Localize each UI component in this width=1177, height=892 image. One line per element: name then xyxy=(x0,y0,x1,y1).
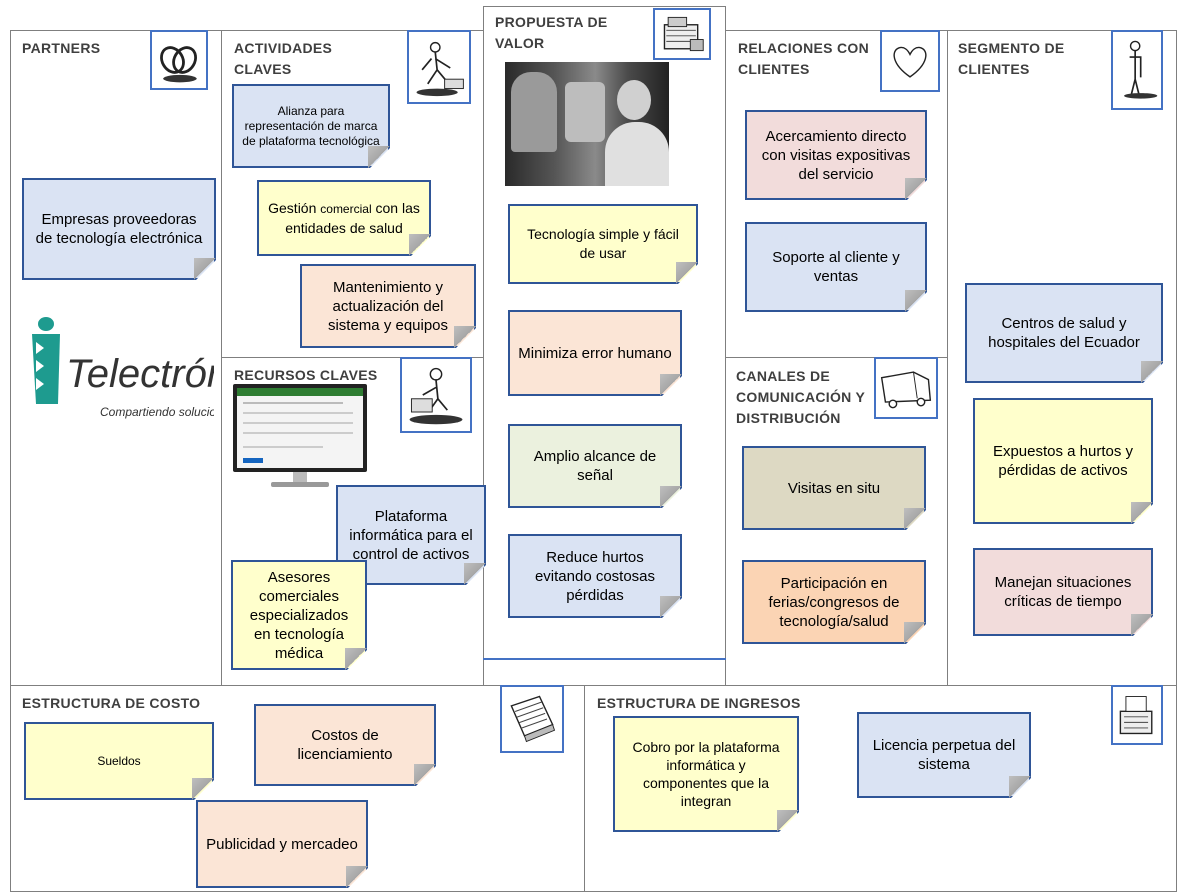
heart-icon xyxy=(880,30,940,92)
papers-icon xyxy=(500,685,564,753)
relaciones-title: RELACIONES CON CLIENTES xyxy=(738,40,869,77)
note-propuesta-alcance: Amplio alcance de señal xyxy=(508,424,682,508)
note-costo-publicidad: Publicidad y mercadeo xyxy=(196,800,368,888)
note-propuesta-tecnologia: Tecnología simple y fácil de usar xyxy=(508,204,698,284)
propuesta-title: PROPUESTA DE VALOR xyxy=(495,14,608,51)
note-canales-visitas: Visitas en situ xyxy=(742,446,926,530)
worker-cart-icon xyxy=(400,357,472,433)
note-relaciones-soporte: Soporte al cliente y ventas xyxy=(745,222,927,312)
ingresos-title: ESTRUCTURA DE INGRESOS xyxy=(597,695,801,711)
canales-title: CANALES DE COMUNICACIÓN Y DISTRIBUCIÓN xyxy=(736,368,866,426)
recursos-title: RECURSOS CLAVES xyxy=(234,367,378,383)
note-canales-participacion: Participación en ferias/congresos de tec… xyxy=(742,560,926,644)
note-actividades-gestion: Gestión comercial con las entidades de s… xyxy=(257,180,431,256)
note-propuesta-reduce: Reduce hurtos evitando costosas pérdidas xyxy=(508,534,682,618)
note-recursos-asesores: Asesores comerciales especializados en t… xyxy=(231,560,367,670)
costo-title: ESTRUCTURA DE COSTO xyxy=(22,695,201,711)
note-ingresos-licencia: Licencia perpetua del sistema xyxy=(857,712,1031,798)
software-screenshot xyxy=(233,384,367,488)
note-relaciones-acercamiento: Acercamiento directo con visitas exposit… xyxy=(745,110,927,200)
note-segmento-manejan: Manejan situaciones críticas de tiempo xyxy=(973,548,1153,636)
logo-tagline: Compartiendo soluciones. xyxy=(100,405,214,419)
note-actividades-alianza: Alianza para representación de marca de … xyxy=(232,84,390,168)
note-costo-sueldos: Sueldos xyxy=(24,722,214,800)
truck-icon xyxy=(874,357,938,419)
note-segmento-expuestos: Expuestos a hurtos y pérdidas de activos xyxy=(973,398,1153,524)
partners-title: PARTNERS xyxy=(22,40,101,56)
value-proposition-photo xyxy=(505,62,669,186)
note-propuesta-minimiza: Minimiza error humano xyxy=(508,310,682,396)
gift-register-icon xyxy=(653,8,711,60)
note-partners-empresas: Empresas proveedoras de tecnología elect… xyxy=(22,178,216,280)
propuesta-divider xyxy=(483,658,726,660)
note-ingresos-cobro: Cobro por la plataforma informática y co… xyxy=(613,716,799,832)
note-actividades-mantenimiento: Mantenimiento y actualización del sistem… xyxy=(300,264,476,348)
person-icon xyxy=(1111,30,1163,110)
telectronica-logo: Telectrónica Compartiendo soluciones. xyxy=(22,312,280,422)
note-segmento-centros: Centros de salud y hospitales del Ecuado… xyxy=(965,283,1163,383)
worker-icon xyxy=(407,30,471,104)
chain-links-icon xyxy=(150,30,208,90)
note-recursos-plataforma: Plataforma informática para el control d… xyxy=(336,485,486,585)
cash-register-icon xyxy=(1111,685,1163,745)
note-costo-licenciamiento: Costos de licenciamiento xyxy=(254,704,436,786)
segmento-title: SEGMENTO DE CLIENTES xyxy=(958,40,1065,77)
actividades-title: ACTIVIDADES CLAVES xyxy=(234,40,333,77)
logo-name: Telectrónica xyxy=(66,352,214,396)
